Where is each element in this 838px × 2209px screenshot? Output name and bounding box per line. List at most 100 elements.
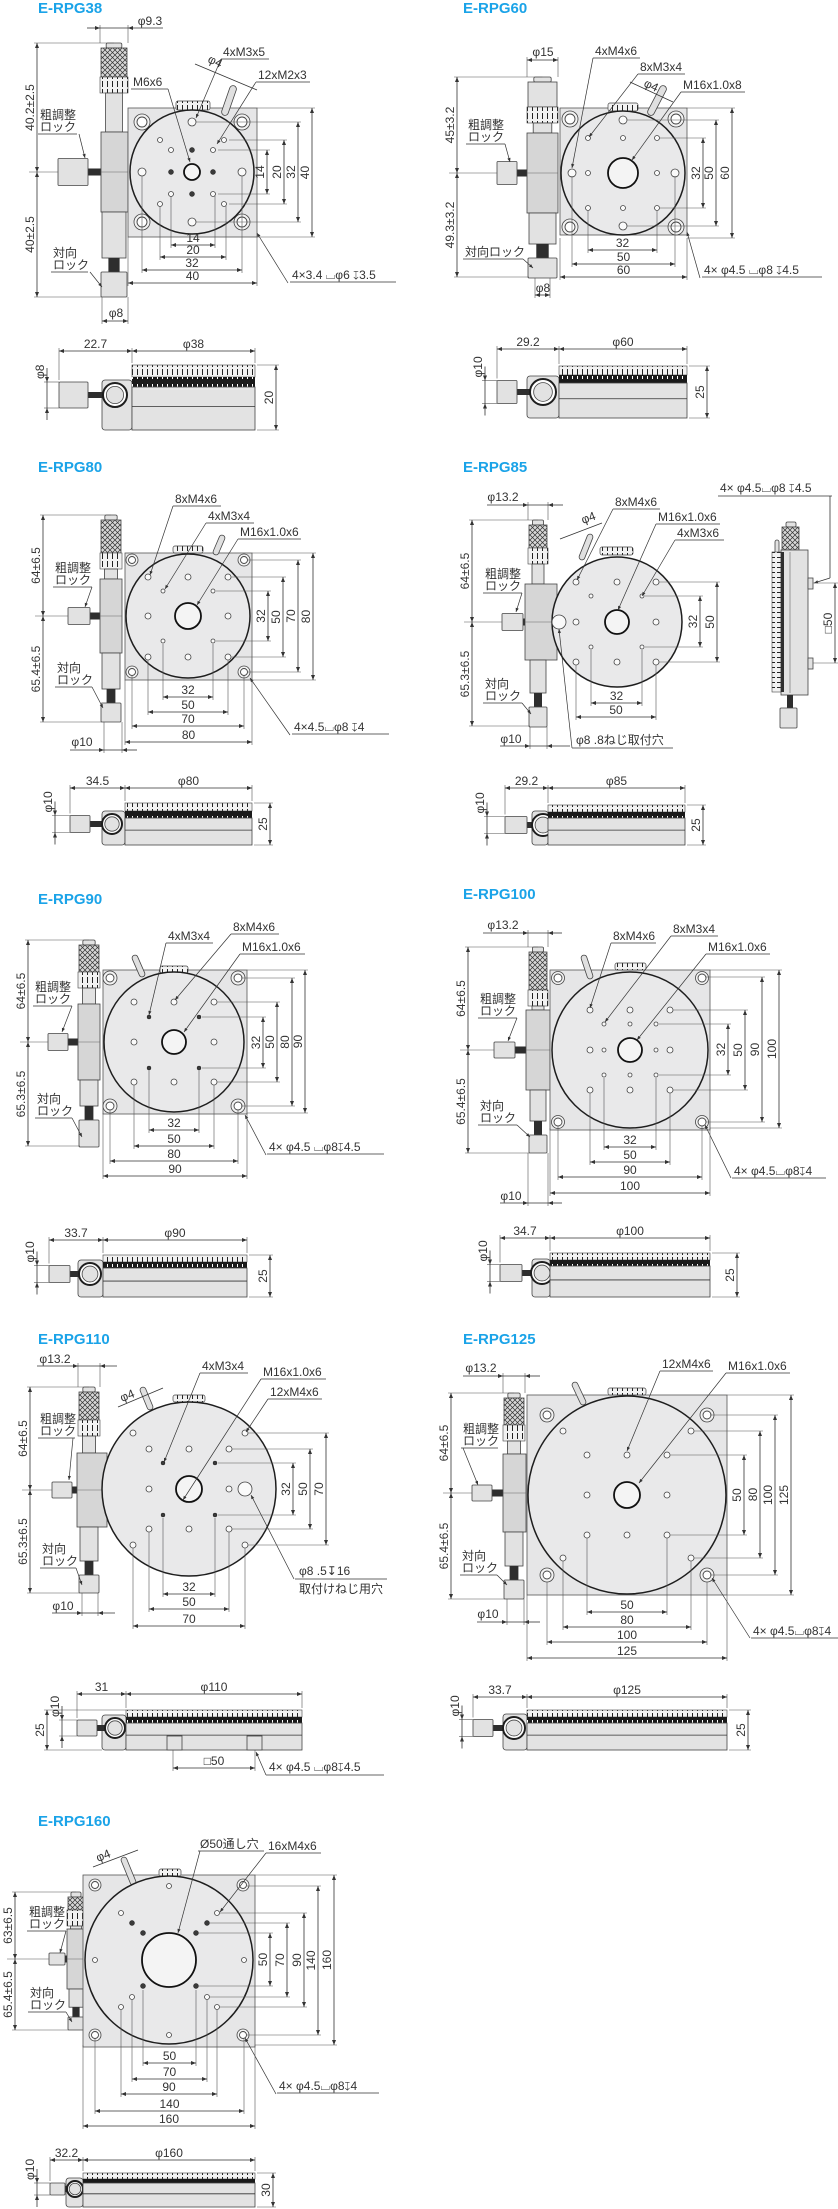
opposed-lock-knob — [100, 271, 128, 298]
coarse-lock-knob — [67, 607, 91, 625]
stage-body — [102, 1267, 248, 1298]
angle-scale-band — [559, 375, 687, 383]
micrometer-sleeve — [70, 1925, 82, 1930]
micrometer-cap — [532, 519, 545, 526]
coarse-lock-knob — [493, 1041, 516, 1059]
thread-callout: M16x1.0x6 — [242, 940, 301, 954]
counterbore-through-hole — [702, 1570, 712, 1580]
micrometer-cap — [82, 939, 96, 946]
leader-line — [515, 592, 523, 613]
leader-line — [686, 231, 701, 279]
leader-line — [174, 933, 232, 1001]
tapped-hole — [626, 1086, 634, 1094]
opposed-lock-knob — [503, 1579, 525, 1600]
micrometer-diameter-label: φ13.2 — [465, 1361, 496, 1375]
leader-line — [89, 271, 103, 288]
top-view — [127, 85, 258, 238]
thread-callout: M16x1.0x6 — [240, 525, 299, 539]
lock-knob — [76, 1719, 98, 1737]
tapped-hole — [567, 168, 577, 178]
tapped-hole — [196, 1014, 202, 1020]
micrometer-cap — [507, 1392, 521, 1399]
micrometer-sleeve — [506, 1440, 521, 1455]
tapped-hole — [687, 1554, 695, 1562]
tapped-hole — [129, 1994, 135, 2000]
stage-body — [131, 386, 256, 431]
lock-knob-diameter-label: φ8 — [109, 306, 124, 320]
tapped-hole — [586, 1086, 594, 1094]
vertical-dimension-label: 14 — [253, 165, 267, 179]
thread-callout: 12xM4x6 — [270, 1385, 319, 1399]
tapped-hole — [654, 205, 660, 211]
counterbore-through-hole — [240, 556, 248, 564]
vernier-index — [172, 545, 204, 554]
upper-travel-label: 64±6.5 — [458, 552, 472, 589]
vertical-dimension-label: 50 — [730, 1488, 744, 1502]
tapped-hole — [170, 998, 178, 1006]
clamp-pin — [222, 86, 236, 115]
leader-line — [75, 1567, 83, 1586]
coarse-lock-label: 粗調整 — [468, 117, 504, 132]
leader-line — [462, 1447, 479, 1486]
top-view-annotations: 64±6.565.3±6.5粗調整ロック対向ロックφ13.2φ10φ44xM3x… — [16, 1352, 387, 1629]
counterbore-through-hole — [136, 116, 148, 128]
top-view-annotations: 64±6.565.3±6.5粗調整ロック対向ロック4xM3x48xM4x6M16… — [14, 920, 384, 1179]
tapped-hole — [663, 1491, 671, 1499]
coarse-lock-screw — [515, 1046, 526, 1054]
table-diameter-label: φ125 — [613, 1683, 641, 1697]
coarse-lock-label: ロック — [468, 130, 504, 144]
tapped-hole — [214, 1910, 220, 1916]
leader-line — [711, 1577, 751, 1639]
mount-foot — [246, 1735, 263, 1751]
clamp-lever-face — [505, 1719, 523, 1737]
horizontal-dimension-label: 50 — [181, 698, 195, 712]
tapped-hole — [212, 1512, 218, 1518]
micrometer-sleeve — [105, 92, 123, 133]
lock-knob — [48, 1265, 71, 1283]
tapped-hole — [210, 998, 218, 1006]
leader-line — [588, 73, 639, 138]
opposed-lock-knob — [78, 1119, 100, 1148]
micrometer-assembly — [493, 946, 551, 1154]
lower-barrel — [68, 1988, 84, 2008]
vertical-dimension-label: 100 — [765, 1039, 779, 1059]
tapped-hole — [585, 205, 591, 211]
tapped-hole — [221, 201, 227, 207]
hole-note: φ8 .8ねじ取付穴 — [576, 732, 664, 747]
micrometer-thimble — [78, 1391, 100, 1421]
thread-callout: 4xM3x4 — [208, 509, 250, 523]
vertical-dimension-label: 50 — [702, 166, 716, 180]
table-diameter-label: φ85 — [606, 774, 627, 788]
leader-line — [195, 58, 222, 119]
leader-line — [641, 539, 676, 597]
micrometer-assembly — [47, 939, 101, 1148]
micrometer-scale — [502, 1424, 526, 1442]
lock-knob — [472, 1719, 494, 1737]
micrometer-cap — [532, 946, 545, 953]
knob-diameter-label: φ10 — [23, 1241, 37, 1262]
mount-hole-note: 4× φ4.5 ⌴φ8↧4.5 — [269, 1760, 361, 1774]
coarse-lock-knob — [501, 613, 524, 631]
counterbore-through-hole — [542, 1570, 552, 1580]
tapped-hole — [210, 1038, 218, 1046]
lower-barrel — [79, 1079, 99, 1107]
vertical-dimension-label: 80 — [299, 610, 313, 624]
top-view — [101, 1386, 277, 1577]
micrometer-scale — [77, 971, 101, 989]
opposed-lock-label: 対向 — [30, 1985, 54, 2000]
thread-callout: 8xM4x6 — [233, 920, 275, 934]
horizontal-dimension-label: 32 — [181, 683, 195, 697]
angle-scale — [549, 1252, 711, 1261]
upper-travel-label: 64±6.5 — [437, 1424, 451, 1461]
clamp-lever-face — [81, 1265, 99, 1283]
lower-travel-label: 40±2.5 — [23, 216, 37, 253]
tapped-hole — [663, 1451, 671, 1459]
angle-scale — [82, 2172, 256, 2180]
counterbore-through-hole — [128, 668, 136, 676]
horizontal-dimension-label: 70 — [163, 2065, 177, 2079]
coarse-lock-screw — [523, 618, 525, 626]
micrometer-scale — [66, 1909, 86, 1927]
micrometer-cap — [104, 514, 118, 521]
mount-hole-note: 4× φ4.5 ⌴φ8 ↧4.5 — [704, 263, 799, 277]
